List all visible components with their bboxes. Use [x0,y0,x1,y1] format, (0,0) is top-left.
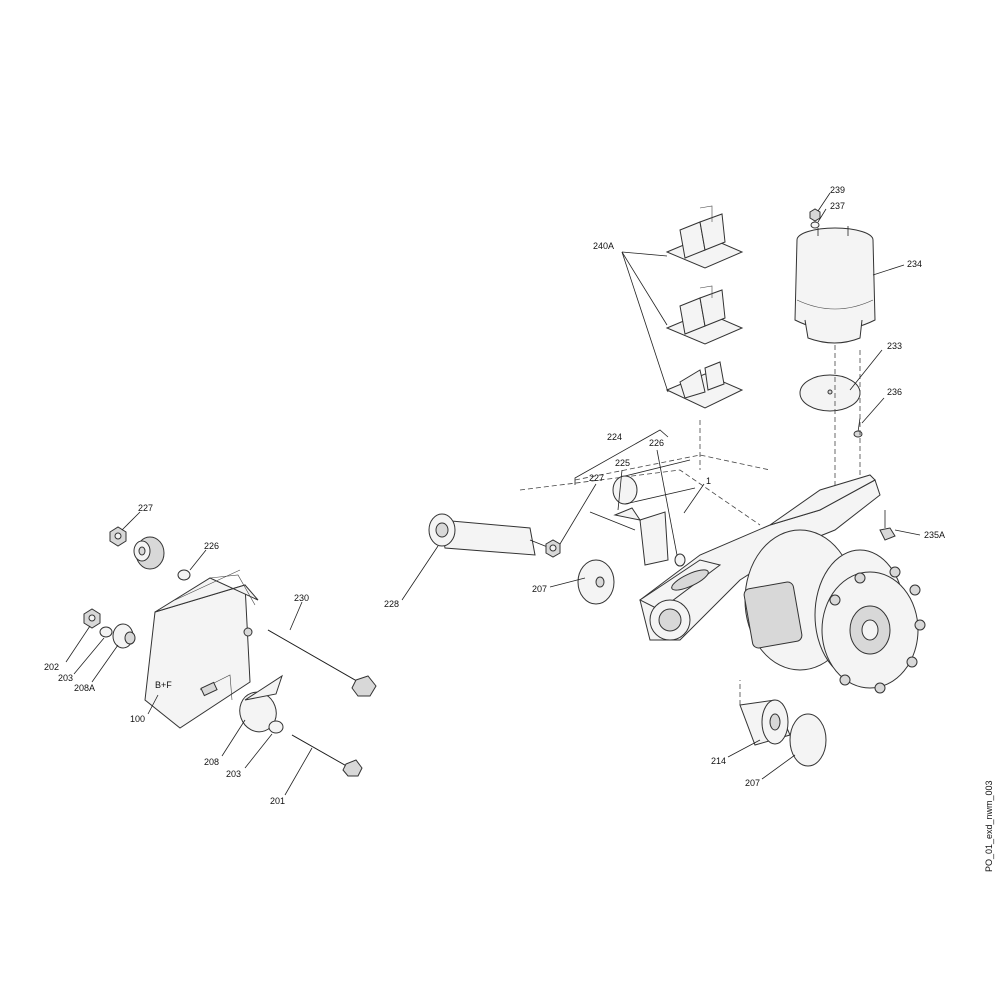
mounting-plate-3 [665,361,744,409]
callout-1: 1 [706,476,711,486]
cam-208 [239,674,283,733]
callout-234: 234 [907,259,922,269]
svg-text:B+F: B+F [155,680,172,690]
shock-absorber-228 [428,513,551,556]
callout-207-upper: 207 [532,584,547,594]
callout-224: 224 [607,432,622,442]
nut-227-left [109,526,127,547]
bolt-230 [267,629,377,697]
shock-bolt-225 [589,507,669,566]
callout-203-top: 203 [58,673,73,683]
bushing-226-left [133,536,165,570]
callout-237: 237 [830,201,845,211]
drawing-id-label: PO_01_exd_nwm_003 [984,780,994,872]
air-spring-234 [794,226,876,344]
washer-203-top [99,626,113,638]
callout-202: 202 [44,662,59,672]
callout-236: 236 [887,387,902,397]
callout-226-right: 226 [649,438,664,448]
screw-236 [853,417,863,438]
bolt-201 [291,734,363,777]
callout-235A: 235A [924,530,945,540]
nut-227-right [545,539,561,558]
callout-227-left: 227 [138,503,153,513]
callout-239: 239 [830,185,845,195]
callout-208A: 208A [74,683,95,693]
nut-202 [83,608,101,629]
thrust-washer-207-lower [789,713,827,767]
callout-228: 228 [384,599,399,609]
cam-washer-208A [112,623,136,649]
callout-225: 225 [615,458,630,468]
callout-233: 233 [887,341,902,351]
callout-240A: 240A [593,241,614,251]
hub-brake-assembly [743,529,926,694]
callout-100: 100 [130,714,145,724]
callout-226-left: 226 [204,541,219,551]
callout-207-lower: 207 [745,778,760,788]
hanger-bracket: B+F [144,569,259,729]
pivot-bushing-214 [739,680,791,746]
callout-214: 214 [711,756,726,766]
callout-208: 208 [204,757,219,767]
callout-230: 230 [294,593,309,603]
callout-201: 201 [270,796,285,806]
leader-lines [65,192,921,796]
callout-227-right: 227 [589,473,604,483]
mounting-plate-1 [665,205,744,269]
piston-plate-233 [799,374,861,412]
washer-226-right [674,553,686,567]
mounting-plate-2 [665,285,744,345]
washer-237 [810,221,820,229]
bolt-235A [879,510,896,541]
callout-203-bottom: 203 [226,769,241,779]
washer-226 [177,569,191,581]
washer-203-bottom [268,720,284,734]
